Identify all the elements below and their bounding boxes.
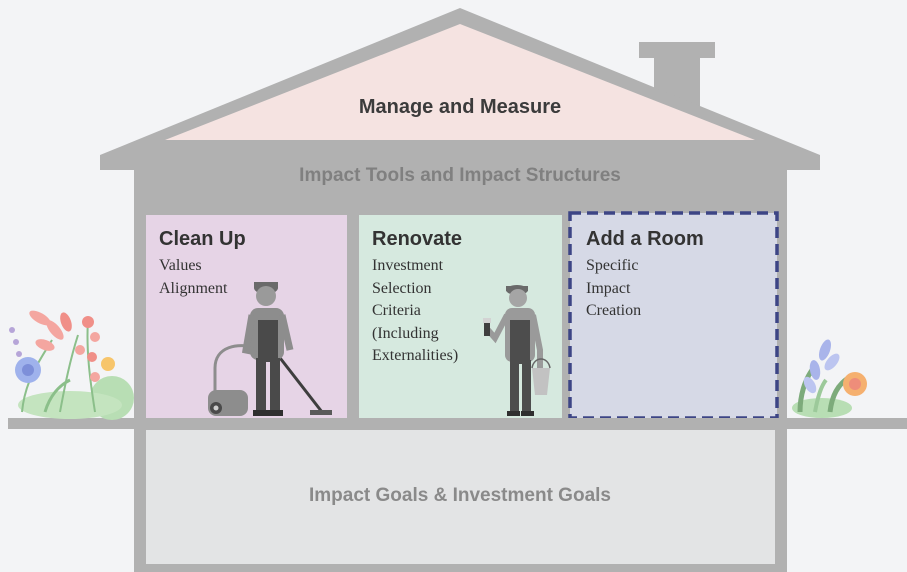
room-line: Criteria [372,302,421,319]
flowers-left-icon [9,310,134,420]
room-clean-up-bg [146,215,347,418]
room-line: Values [159,257,202,274]
ground-line [8,418,907,429]
roof-inner [165,24,755,140]
room-line: Creation [586,302,642,319]
painter-with-bucket-icon [483,285,551,416]
foundation-title: Impact Goals & Investment Goals [309,485,611,506]
flowers-right-icon [792,339,867,418]
beam-title: Impact Tools and Impact Structures [299,165,621,186]
room-line: Alignment [159,279,228,297]
room-line: Externalities) [372,347,459,364]
room-add-a-room-title: Add a Room [586,228,704,250]
foundation-fill [146,430,775,564]
room-line: Selection [372,279,432,297]
room-add-a-room-text: Specific Impact Creation [586,255,704,323]
room-add-a-room: Add a Room Specific Impact Creation [586,228,704,323]
room-renovate-text: Investment Selection Criteria (Including… [372,255,462,368]
room-line: Impact [586,279,631,297]
room-line: (Including [372,324,439,342]
room-renovate: Renovate Investment Selection Criteria (… [372,228,462,368]
room-clean-up-title: Clean Up [159,228,246,250]
room-add-bg [568,211,779,420]
room-clean-up-text: Values Alignment [159,255,246,300]
roof-title: Manage and Measure [358,96,562,118]
room-clean-up: Clean Up Values Alignment [159,228,246,300]
room-renovate-title: Renovate [372,228,463,250]
room-line: Specific [586,257,639,274]
room-line: Investment [372,257,444,274]
vacuum-cleaner-worker-icon [208,282,332,416]
